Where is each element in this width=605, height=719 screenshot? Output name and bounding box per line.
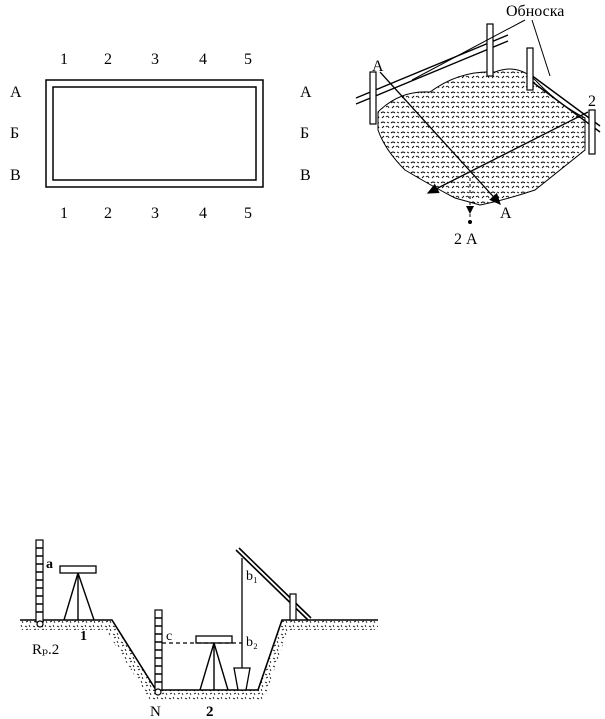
perspective-view: Обноска А 2 А 2 А — [355, 3, 601, 248]
plan-right-row-v: В — [300, 167, 311, 184]
post-2 — [486, 23, 494, 77]
point-n — [154, 688, 162, 696]
weight-icon — [233, 667, 251, 691]
board-back-top — [355, 34, 509, 99]
cross-section: a 1 Rₚ.2 c b₁ b₂ N 2 — [20, 539, 378, 719]
plan-top-col-3: 3 — [151, 51, 159, 68]
soil-heap — [377, 68, 586, 206]
perspective-label-a-bottom: А — [500, 205, 512, 222]
ground-profile — [20, 619, 378, 691]
label-n: N — [150, 704, 161, 719]
plan-bottom-col-1: 1 — [60, 205, 68, 222]
plan-bottom-col-5: 5 — [244, 205, 252, 222]
label-c: c — [166, 629, 172, 644]
perspective-title: Обноска — [506, 3, 564, 20]
post-1 — [369, 71, 377, 125]
bracket-post — [289, 593, 297, 621]
board-right-top — [526, 71, 601, 127]
bracket-arm — [235, 549, 309, 621]
rod-left — [35, 539, 44, 623]
perspective-label-2a: 2 А — [454, 231, 478, 248]
axis-a-a — [379, 71, 501, 205]
rod-bottom-marks — [155, 617, 162, 683]
title-leader-left — [411, 19, 526, 81]
plan-top-col-5: 5 — [244, 51, 252, 68]
plan-bottom-col-4: 4 — [199, 205, 207, 222]
plan-top-col-4: 4 — [199, 51, 207, 68]
title-leader-right — [531, 19, 551, 77]
plan-right-row-a: А — [300, 84, 312, 101]
plan-view: 1 2 3 4 5 1 2 3 4 5 А Б В А Б В — [10, 51, 312, 222]
plan-right-row-b: Б — [300, 125, 309, 142]
benchmark-point — [36, 620, 44, 628]
plan-left-row-b: Б — [10, 125, 19, 142]
corner-point — [468, 220, 472, 224]
level-1 — [59, 565, 97, 574]
perspective-label-2: 2 — [588, 93, 596, 110]
post-4 — [588, 109, 596, 155]
post-3 — [526, 47, 534, 91]
rod-left-marks — [36, 547, 43, 613]
plan-bottom-col-3: 3 — [151, 205, 159, 222]
label-b1: b₁ — [246, 569, 258, 584]
plan-top-col-1: 1 — [60, 51, 68, 68]
plan-left-row-a: А — [10, 84, 22, 101]
label-benchmark: Rₚ.2 — [32, 642, 59, 658]
axis-2-2 — [426, 111, 589, 194]
plan-inner-rect — [52, 86, 257, 181]
perspective-label-a-top: А — [372, 58, 384, 75]
plan-outer-rect — [45, 79, 264, 188]
plumb-bob-icon — [466, 206, 474, 214]
label-station-1: 1 — [80, 629, 87, 644]
plan-bottom-col-2: 2 — [104, 205, 112, 222]
label-a: a — [46, 557, 53, 572]
trench-soil — [20, 620, 378, 700]
board-right-bottom — [526, 77, 601, 133]
level-2 — [195, 635, 233, 644]
plan-left-row-v: В — [10, 167, 21, 184]
label-b2: b₂ — [246, 635, 258, 650]
label-station-2: 2 — [206, 704, 214, 719]
board-back-bottom — [355, 40, 509, 105]
plan-top-col-2: 2 — [104, 51, 112, 68]
